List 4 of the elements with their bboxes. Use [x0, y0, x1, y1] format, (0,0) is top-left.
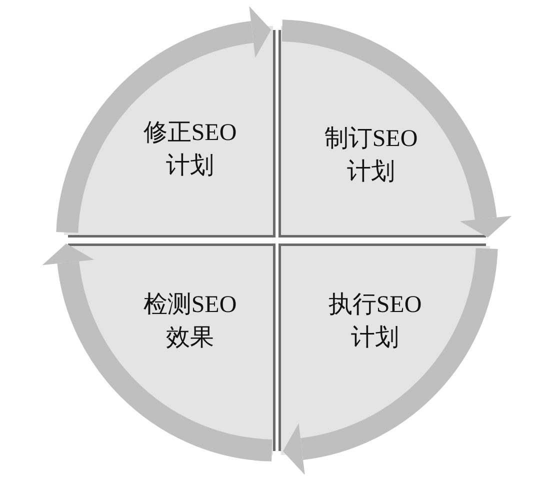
- step-label: 检测SEO效果: [142, 291, 238, 353]
- step-label: 执行SEO计划: [327, 291, 423, 353]
- step-label: 修正SEO计划: [142, 119, 238, 181]
- step-label: 制订SEO计划: [323, 125, 419, 187]
